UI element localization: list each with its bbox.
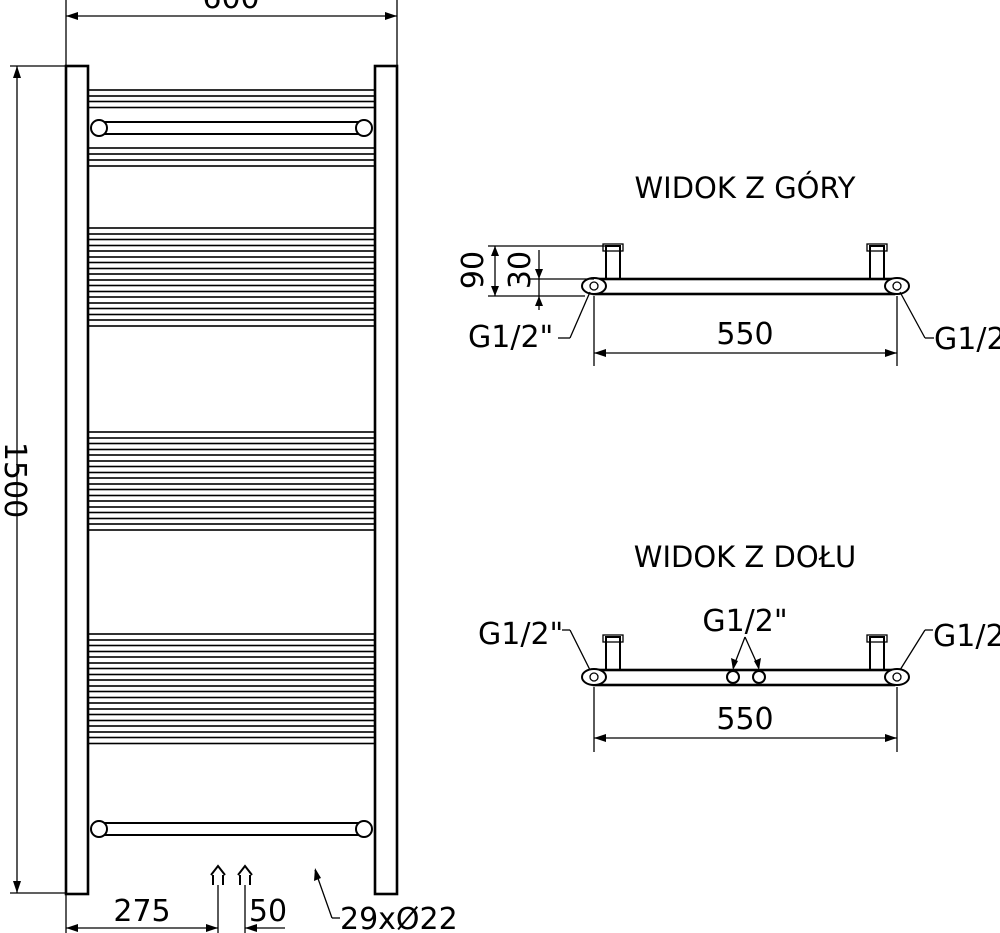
horizontal-bars (87, 89, 376, 745)
bottom-towel-rail (90, 820, 373, 838)
rail-mount-icon (90, 820, 108, 838)
horizontal-bar (87, 454, 376, 462)
bottom-length-label: 550 (716, 702, 773, 737)
horizontal-bar (87, 500, 376, 508)
nozzle-icon (210, 864, 226, 885)
width-dim-label: 600 (202, 0, 259, 16)
top-towel-rail (90, 119, 373, 137)
bottom-view-title: WIDOK Z DOŁU (634, 540, 856, 574)
tubes-label: 29xØ22 (340, 902, 458, 933)
horizontal-bar (87, 667, 376, 676)
bracket-left (605, 245, 621, 280)
horizontal-bar (87, 100, 376, 109)
top-connection-right: G1/2 (934, 322, 1000, 357)
center-connection-icon (752, 670, 766, 684)
horizontal-bar (87, 319, 376, 327)
bottom-connection-left: G1/2" (478, 617, 563, 652)
bottom-connection-right: G1/2 (933, 619, 1000, 654)
horizontal-bar (87, 702, 376, 710)
top-view: WIDOK Z GÓRY 90 30 G1/2" G1/2 (456, 171, 1000, 366)
horizontal-bar (87, 465, 376, 474)
horizontal-bar (87, 736, 376, 745)
top-length-label: 550 (716, 317, 773, 352)
horizontal-bar (87, 690, 376, 699)
horizontal-bar (87, 273, 376, 281)
horizontal-bar (87, 227, 376, 235)
horizontal-bar (87, 238, 376, 247)
horizontal-bar (87, 431, 376, 439)
horizontal-bar (87, 644, 376, 653)
height-dimension: 1500 (0, 65, 66, 894)
horizontal-bar (87, 250, 376, 258)
horizontal-bar (87, 296, 376, 304)
horizontal-bar (87, 159, 376, 167)
bottom-connection-center: G1/2" (702, 604, 787, 639)
top-connection-left: G1/2" (468, 320, 553, 355)
rail-mount-icon (355, 119, 373, 137)
offset-left-label: 275 (113, 894, 170, 929)
horizontal-bar (87, 284, 376, 293)
horizontal-bar (87, 261, 376, 270)
rail-mount-icon (90, 119, 108, 137)
bracket-right (869, 245, 885, 280)
bottom-nozzles (210, 864, 253, 933)
bracket-right (869, 636, 885, 671)
horizontal-bar (87, 523, 376, 531)
bottom-dimensions: 275 50 29xØ22 (65, 868, 458, 933)
rail-mount-icon (355, 820, 373, 838)
horizontal-bar (87, 477, 376, 485)
height-dim-label: 1500 (0, 442, 32, 518)
right-collector (373, 64, 399, 896)
center-connection-icon (726, 670, 740, 684)
horizontal-bar (87, 307, 376, 316)
horizontal-bar (87, 679, 376, 687)
top-view-title: WIDOK Z GÓRY (634, 171, 855, 205)
horizontal-bar (87, 488, 376, 497)
horizontal-bar (87, 713, 376, 722)
horizontal-bar (87, 725, 376, 733)
left-collector (64, 64, 90, 896)
horizontal-bar (87, 633, 376, 641)
offset-spacing-label: 50 (249, 894, 287, 929)
front-view: 600 1500 275 50 29xØ22 (0, 0, 458, 933)
depth-offset-label: 30 (503, 251, 538, 289)
horizontal-bar (87, 511, 376, 520)
horizontal-bar (87, 656, 376, 664)
width-dimension: 600 (65, 0, 398, 66)
bracket-left (605, 636, 621, 671)
horizontal-bar (87, 89, 376, 97)
nozzle-icon (237, 864, 253, 885)
horizontal-bar (87, 147, 376, 155)
bottom-view: WIDOK Z DOŁU G1/2" G1/2" G1/2 550 (478, 540, 1000, 752)
horizontal-bar (87, 442, 376, 451)
depth-total-label: 90 (456, 251, 491, 289)
